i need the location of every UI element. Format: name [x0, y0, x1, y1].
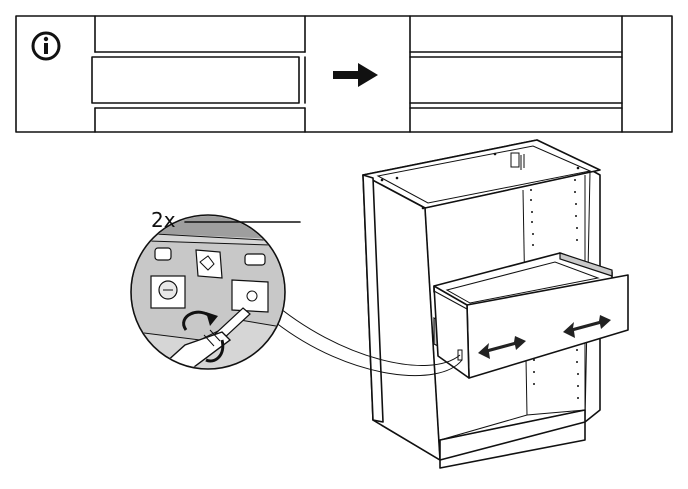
drawers-before	[91, 15, 306, 133]
arrow-right-icon	[333, 63, 378, 87]
quantity-label: 2x	[151, 208, 176, 232]
info-icon	[31, 31, 61, 61]
shelf-pin-holes	[530, 179, 579, 399]
drawers-after	[409, 15, 623, 133]
info-panel	[15, 15, 673, 133]
cabinet	[362, 139, 601, 469]
double-arrow-icon	[478, 315, 611, 359]
screwdriver-icon	[154, 307, 251, 368]
detail-callout	[130, 214, 463, 376]
rotate-clockwise-icon	[182, 310, 225, 363]
drawer	[433, 252, 629, 379]
